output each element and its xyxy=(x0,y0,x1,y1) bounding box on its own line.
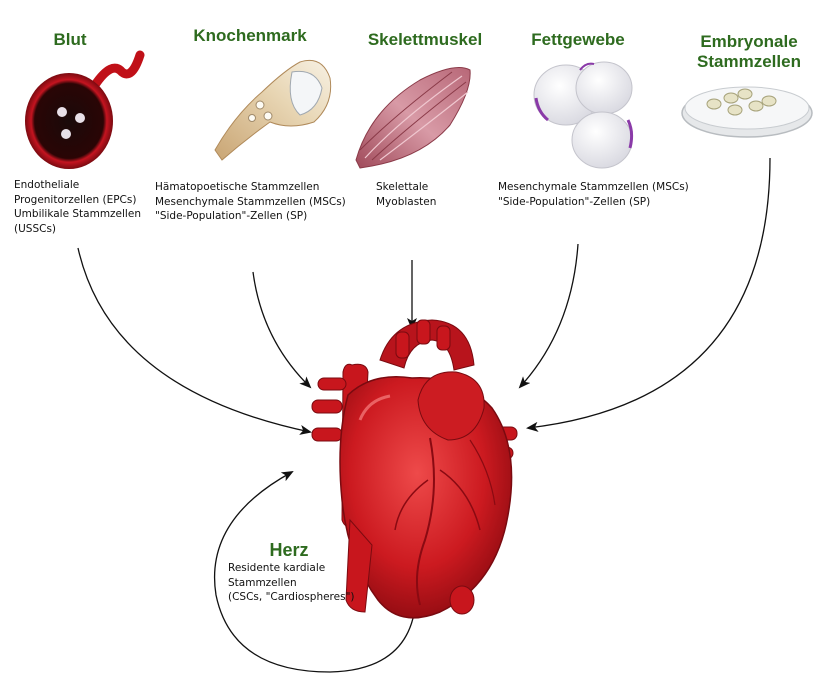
muscle-icon xyxy=(356,68,470,168)
petri-dish-icon xyxy=(682,87,812,137)
desc-herz-line: Residente kardiale xyxy=(228,561,355,576)
desc-herz: Residente kardiale Stammzellen (CSCs, "C… xyxy=(228,561,355,605)
desc-knochenmark: Hämatopoetische Stammzellen Mesenchymale… xyxy=(155,180,346,224)
arrow-fettgewebe xyxy=(520,244,578,387)
title-herz: Herz xyxy=(254,540,324,561)
fat-cells-icon xyxy=(534,62,632,168)
desc-blut: Endotheliale Progenitorzellen (EPCs) Umb… xyxy=(14,178,141,236)
desc-skelettmuskel: Skelettale Myoblasten xyxy=(376,180,436,209)
desc-herz-line: Stammzellen xyxy=(228,576,355,591)
title-embryonale-line-2: Stammzellen xyxy=(685,52,813,72)
desc-fettgewebe: Mesenchymale Stammzellen (MSCs) "Side-Po… xyxy=(498,180,689,209)
title-embryonale: Embryonale Stammzellen xyxy=(685,32,813,72)
desc-fettgewebe-line: Mesenchymale Stammzellen (MSCs) xyxy=(498,180,689,195)
desc-fettgewebe-line: "Side-Population"-Zellen (SP) xyxy=(498,195,689,210)
desc-blut-line: Umbilikale Stammzellen xyxy=(14,207,141,222)
desc-knochenmark-line: "Side-Population"-Zellen (SP) xyxy=(155,209,346,224)
title-skelettmuskel: Skelettmuskel xyxy=(355,30,495,50)
desc-herz-line: (CSCs, "Cardiospheres") xyxy=(228,590,355,605)
title-knochenmark: Knochenmark xyxy=(180,26,320,46)
desc-knochenmark-line: Mesenchymale Stammzellen (MSCs) xyxy=(155,195,346,210)
desc-skelettmuskel-line: Skelettale xyxy=(376,180,436,195)
arrow-blut xyxy=(78,248,310,432)
desc-blut-line: Progenitorzellen (EPCs) xyxy=(14,193,141,208)
desc-skelettmuskel-line: Myoblasten xyxy=(376,195,436,210)
desc-blut-line: Endotheliale xyxy=(14,178,141,193)
title-embryonale-line-1: Embryonale xyxy=(685,32,813,52)
arrow-knochenmark xyxy=(253,272,310,387)
title-fettgewebe: Fettgewebe xyxy=(518,30,638,50)
bone-icon xyxy=(215,60,331,160)
desc-blut-line: (USSCs) xyxy=(14,222,141,237)
desc-knochenmark-line: Hämatopoetische Stammzellen xyxy=(155,180,346,195)
blood-vessel-icon xyxy=(25,55,140,169)
title-blut: Blut xyxy=(40,30,100,50)
